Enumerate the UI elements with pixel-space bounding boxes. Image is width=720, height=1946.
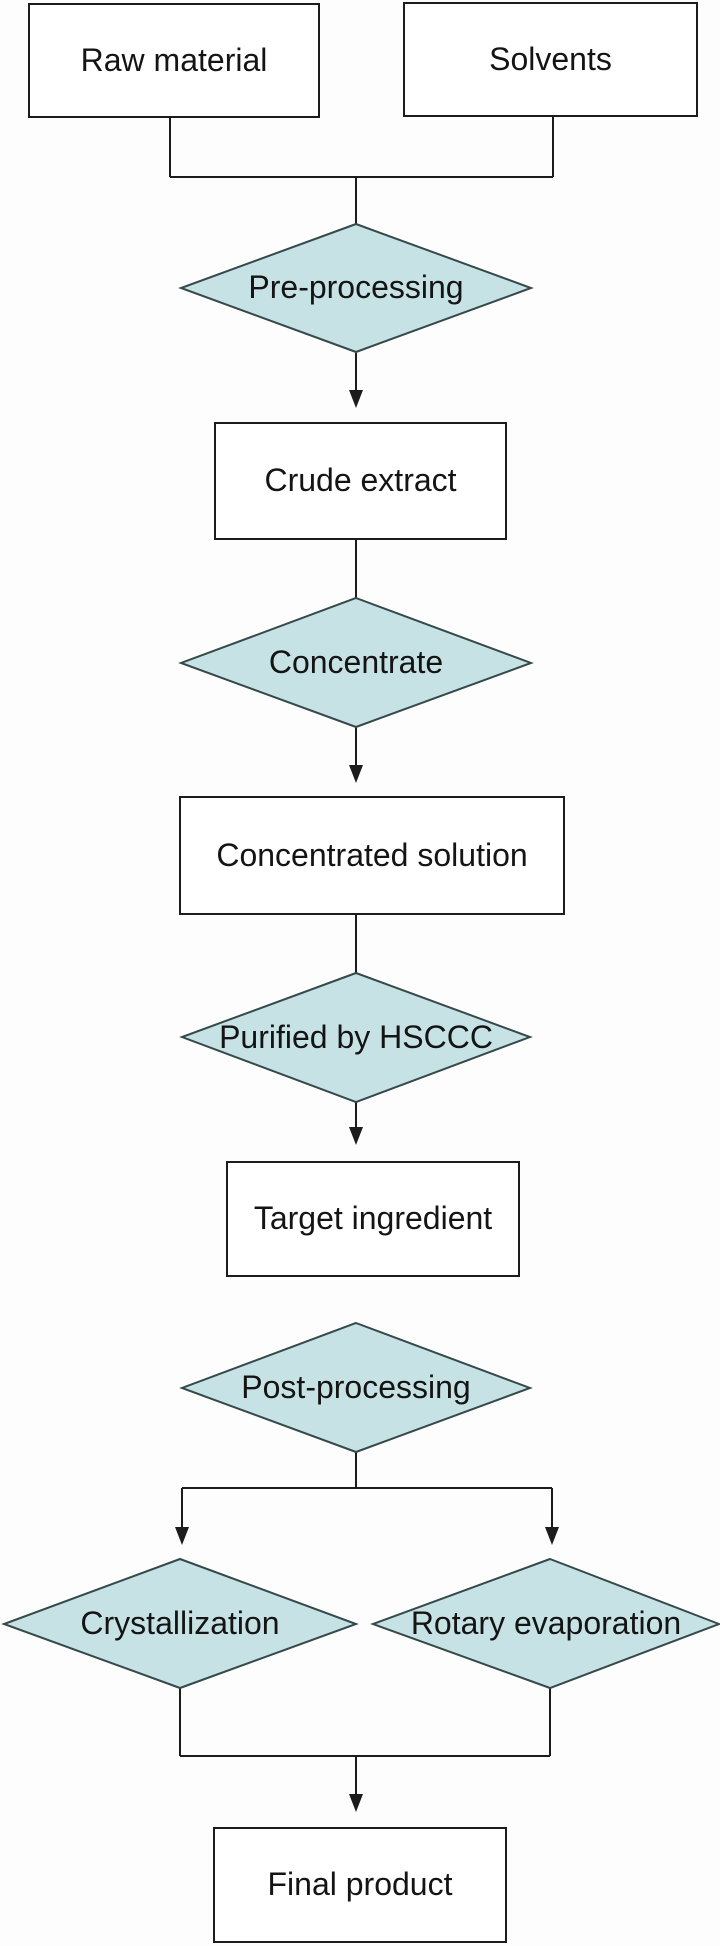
node-concentrated-solution: Concentrated solution — [179, 796, 565, 915]
node-solvents-label: Solvents — [489, 40, 612, 77]
node-purified-by-hsccc-shape — [179, 971, 533, 1104]
node-final-product-label: Final product — [267, 1866, 453, 1903]
node-rotary-evaporation-shape — [370, 1557, 720, 1690]
connector-lines — [169, 117, 554, 1795]
node-post-processing-shape — [179, 1321, 533, 1454]
node-pre-processing-shape — [178, 222, 534, 354]
node-crude-extract-label: Crude extract — [264, 462, 457, 499]
node-crystallization-shape — [1, 1557, 359, 1690]
node-concentrated-solution-label: Concentrated solution — [216, 836, 528, 873]
node-solvents: Solvents — [403, 2, 698, 117]
node-target-ingredient: Target ingredient — [226, 1161, 520, 1277]
node-crude-extract: Crude extract — [214, 422, 507, 540]
node-raw-material-label: Raw material — [80, 41, 268, 78]
node-raw-material: Raw material — [28, 3, 320, 118]
node-concentrate-shape — [178, 596, 534, 729]
node-target-ingredient-label: Target ingredient — [253, 1200, 493, 1237]
node-final-product: Final product — [213, 1827, 507, 1943]
